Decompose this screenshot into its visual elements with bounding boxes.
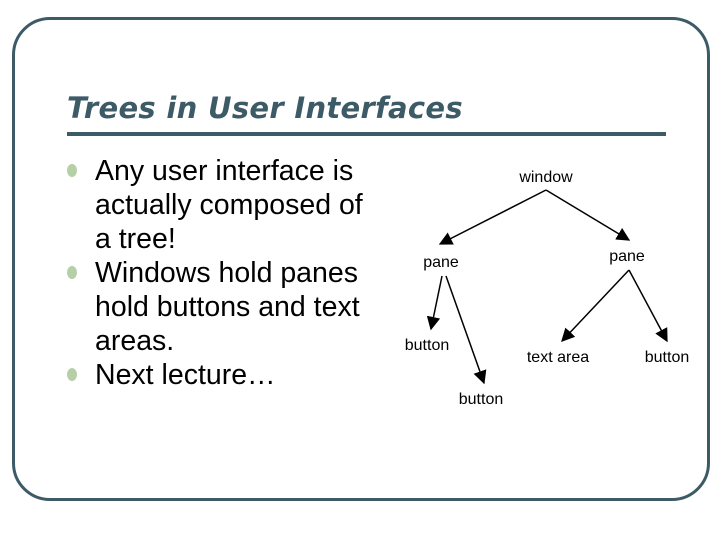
- edge-pane-left-to-button-b: [445, 275, 487, 385]
- bullet-icon: [67, 266, 77, 279]
- title-underline: [67, 132, 666, 136]
- bullet-list: Any user interface is actually composed …: [66, 154, 366, 392]
- node-pane-right: pane: [609, 248, 645, 265]
- bullet-item: Next lecture…: [66, 358, 366, 392]
- bullet-text: Windows hold panes hold buttons and text…: [95, 257, 360, 357]
- node-button-a: button: [405, 337, 449, 354]
- node-window: window: [518, 169, 573, 186]
- edge-pane-right-to-text-area: [561, 269, 630, 342]
- node-button-c: button: [645, 349, 689, 366]
- slide-frame: [12, 17, 710, 501]
- edge-pane-left-to-button-a: [426, 275, 443, 331]
- slide-title: Trees in User Interfaces: [67, 91, 463, 125]
- bullet-item: Windows hold panes hold buttons and text…: [66, 256, 366, 358]
- bullet-text: Any user interface is actually composed …: [95, 155, 363, 255]
- node-text-area: text area: [527, 349, 589, 366]
- edge-window-to-pane-left: [438, 189, 547, 245]
- bullet-text: Next lecture…: [95, 359, 276, 391]
- bullet-icon: [67, 164, 77, 177]
- node-button-b: button: [459, 391, 503, 408]
- edge-window-to-pane-right: [545, 189, 631, 241]
- node-pane-left: pane: [423, 254, 459, 271]
- bullet-icon: [67, 368, 77, 381]
- bullet-item: Any user interface is actually composed …: [66, 154, 366, 256]
- edge-pane-right-to-button-c: [628, 269, 668, 343]
